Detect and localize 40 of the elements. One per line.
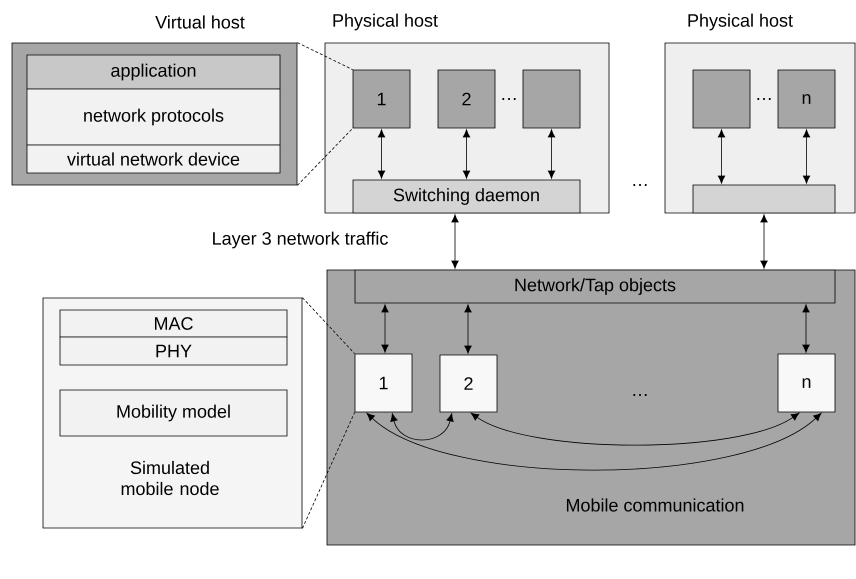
node-label: Virtual host: [155, 15, 245, 29]
host-box: 1: [352, 70, 410, 128]
double-arrow: [718, 129, 726, 184]
daemon-bar: [692, 184, 836, 214]
double-arrow: [802, 129, 810, 184]
host-box: [692, 70, 750, 128]
mobile-node-box: 1: [354, 354, 412, 412]
curved-arrow: [470, 412, 800, 446]
mobile-node-box: 2: [440, 354, 498, 412]
node-label: Physical host: [333, 14, 438, 30]
double-arrow: [548, 129, 556, 179]
host-box: n: [778, 70, 836, 128]
layer-box: MAC: [60, 310, 288, 338]
mobile-node-box: n: [778, 354, 836, 412]
curved-arrow: [390, 413, 454, 440]
zoom-leader-lines: [302, 297, 355, 529]
double-arrow: [381, 304, 389, 353]
double-arrow: [464, 304, 472, 354]
text-label: …: [757, 98, 771, 100]
text-label: …: [502, 98, 516, 100]
double-arrow: [462, 129, 470, 179]
text-label: …: [633, 184, 647, 186]
layer-box: virtual network device: [26, 144, 280, 174]
model-box: Mobility model: [60, 390, 288, 436]
host-box: 2: [438, 70, 496, 128]
layer-box: PHY: [60, 336, 288, 366]
layer-box: network protocols: [26, 88, 280, 146]
node-label: Physical host: [688, 14, 793, 30]
tap-objects-bar: Network/Tap objects: [354, 270, 836, 304]
daemon-bar: Switching daemon: [352, 180, 580, 214]
double-arrow: [451, 214, 459, 269]
text-label: …: [633, 394, 647, 396]
double-arrow: [760, 214, 768, 269]
double-arrow: [378, 129, 386, 179]
zoom-leader-lines: [297, 42, 353, 186]
double-arrow: [802, 304, 810, 353]
host-box: [522, 70, 580, 128]
curved-arrow: [366, 412, 822, 471]
text-label: Layer 3 network traffic: [213, 232, 388, 248]
layer-box: application: [26, 54, 280, 90]
